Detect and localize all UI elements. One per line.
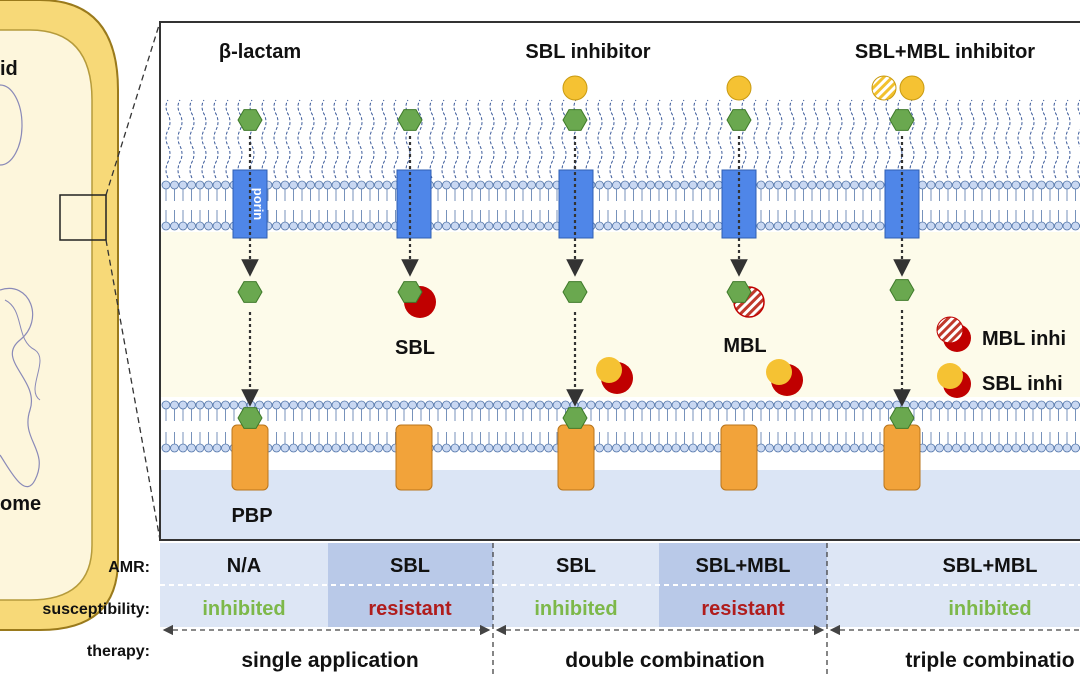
amr-cell-5: SBL+MBL (943, 555, 1038, 577)
amr-cell-3: SBL (556, 555, 596, 577)
mbl-inhibitor-col5-top (871, 75, 897, 101)
row-label-susceptibility: susceptibility: (42, 601, 150, 618)
sbl-inhibitor-col5-top (899, 75, 925, 101)
sbl-inhibitor-col3-top (562, 75, 588, 101)
sbl-inhibitor-col3-bound (596, 357, 622, 383)
legend-mbl-inhibitor-label: MBL inhi (982, 328, 1066, 350)
drug-col1-top (237, 109, 263, 131)
lps-layer (165, 99, 1080, 179)
susceptibility-cell-4: resistant (701, 598, 785, 620)
therapy-title-beta-lactam: β-lactam (219, 41, 301, 63)
cytoplasm-region (161, 470, 1080, 539)
sbl-inhibitor-col4-bound (766, 359, 792, 385)
mbl-label: MBL (723, 335, 766, 357)
susceptibility-cell-1: inhibited (202, 598, 285, 620)
sbl-label: SBL (395, 337, 435, 359)
susceptibility-cell-2: resistant (368, 598, 452, 620)
drug-col4-top (726, 109, 752, 131)
porin-label: porin (251, 188, 266, 221)
drug-col1-pbp-bound (237, 407, 263, 429)
pbp-label: PBP (231, 505, 272, 527)
amr-cell-2: SBL (390, 555, 430, 577)
legend: MBL inhi SBL inhi (936, 316, 1066, 398)
therapy-group-1: single application (241, 649, 418, 672)
drug-col5-mid (889, 279, 915, 301)
susceptibility-cell-3: inhibited (534, 598, 617, 620)
bacterial-cell: id ome (0, 0, 161, 631)
row-label-therapy: therapy: (87, 643, 150, 660)
amr-cell-4: SBL+MBL (696, 555, 791, 577)
drug-col3-top (562, 109, 588, 131)
therapy-group-3: triple combinatio (905, 649, 1074, 672)
pbp-4 (720, 424, 758, 491)
amr-cell-1: N/A (227, 555, 261, 577)
legend-sbl-inhibitor-label: SBL inhi (982, 373, 1063, 395)
drug-flows (237, 75, 925, 429)
zoom-line-bottom (105, 239, 161, 541)
zoom-box (59, 194, 107, 241)
porin-2 (396, 169, 432, 239)
drug-col1-mid (237, 281, 263, 303)
therapy-title-sbl-mbl-inhibitor: SBL+MBL inhibitor (855, 41, 1035, 63)
plasmid-label: id (0, 58, 18, 80)
pbp-5 (883, 424, 921, 491)
zoom-panel: porin (159, 21, 1080, 541)
table-cell-bg-2 (328, 543, 493, 627)
drug-col3-mid (562, 281, 588, 303)
pbp-1 (231, 424, 269, 491)
drug-col5-pbp-bound (889, 407, 915, 429)
row-label-amr: AMR: (108, 559, 150, 576)
amr-table: AMR: susceptibility: therapy: N/A SBL SB… (42, 543, 1080, 675)
drug-col2-top (397, 109, 423, 131)
therapy-title-sbl-inhibitor: SBL inhibitor (525, 41, 650, 63)
drug-col3-pbp-bound (562, 407, 588, 429)
sbl-inhibitor-col4-top (726, 75, 752, 101)
drug-col4-mbl-bound (726, 281, 752, 303)
legend-sbl-inhibitor-icon (937, 363, 971, 398)
chromosome-label: ome (0, 493, 41, 515)
pbp-3 (557, 424, 595, 491)
legend-mbl-inhibitor-icon (936, 316, 971, 352)
pbp-2 (395, 424, 433, 491)
susceptibility-cell-5: inhibited (948, 598, 1031, 620)
therapy-group-2: double combination (565, 649, 765, 672)
zoom-line-top (105, 21, 161, 196)
drug-col5-top (889, 109, 915, 131)
drug-col2-sbl-bound (397, 281, 423, 303)
